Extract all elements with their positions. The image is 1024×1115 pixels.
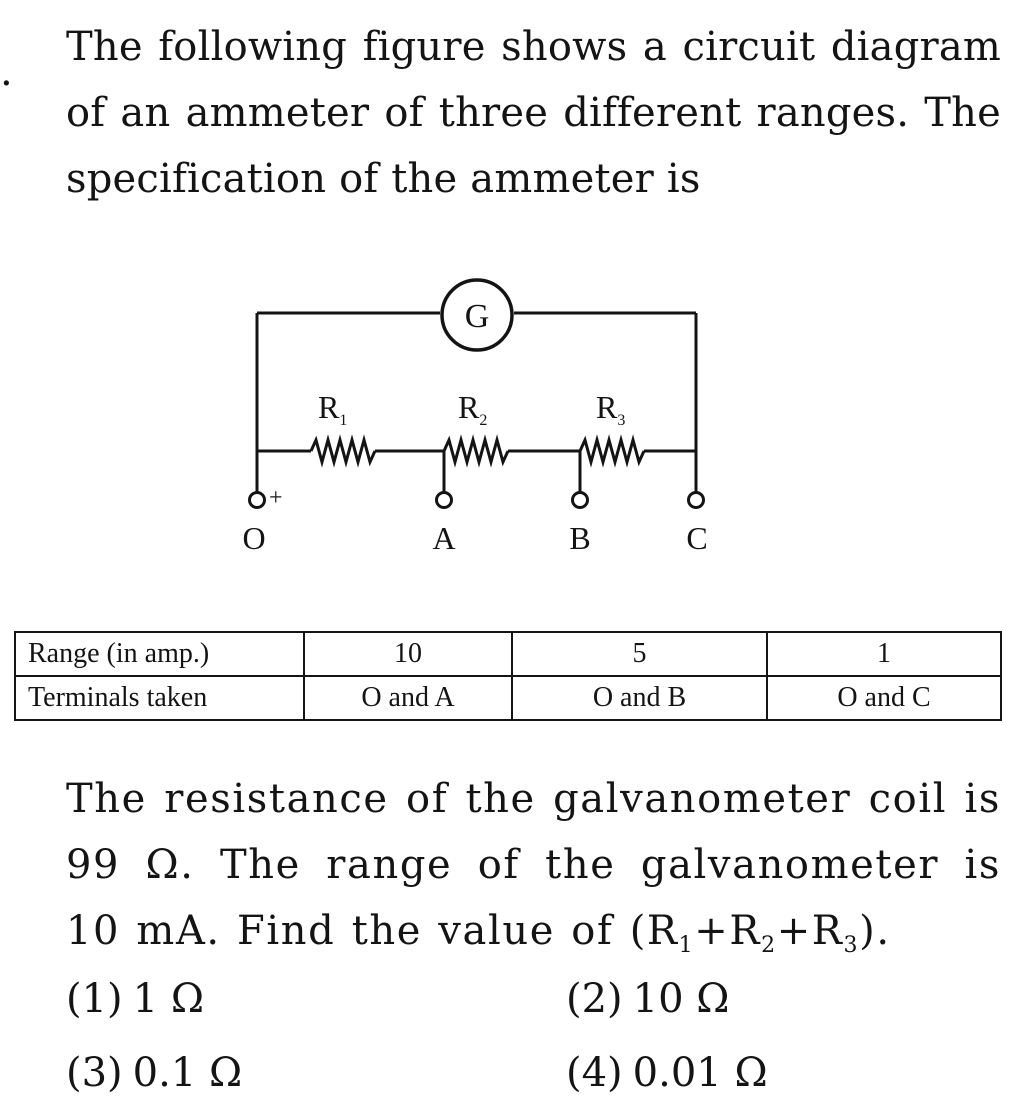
table-cell: 10 xyxy=(303,631,513,677)
option-value: 1 Ω xyxy=(132,976,204,1022)
terminal-o-label: O xyxy=(242,520,265,556)
table-row-label: Range (in amp.) xyxy=(14,631,305,677)
galvanometer-label: G xyxy=(465,298,490,335)
terminal-a-label: A xyxy=(432,520,455,556)
table-cell: O and C xyxy=(766,675,1002,721)
resistor-r2-symbol xyxy=(442,434,510,468)
option-value: 10 Ω xyxy=(632,976,730,1022)
galvanometer-symbol xyxy=(440,278,514,352)
specification-table: Range (in amp.) 10 5 1 Terminals taken O… xyxy=(14,631,1002,721)
resistor-r3-symbol xyxy=(578,434,646,468)
option-value: 0.01 Ω xyxy=(632,1050,768,1096)
option-value: 0.1 Ω xyxy=(132,1050,243,1096)
terminal-c-label: C xyxy=(686,520,707,556)
option-number: (1) xyxy=(66,976,123,1022)
table-row-terminals: Terminals taken O and A O and B O and C xyxy=(14,675,1002,721)
resistor-r1-symbol xyxy=(309,434,377,468)
option-number: (2) xyxy=(566,976,623,1022)
table-row-range: Range (in amp.) 10 5 1 xyxy=(14,631,1002,677)
circuit-diagram: G R1 R2 R3 + O A B C xyxy=(242,278,708,556)
resistor-r1-label: R1 xyxy=(318,389,347,429)
terminal-b-label: B xyxy=(569,520,590,556)
question-bullet: . xyxy=(0,49,13,95)
resistor-r2-label: R2 xyxy=(458,389,487,429)
option-3[interactable]: (3)0.1 Ω xyxy=(66,1051,242,1095)
terminal-c-symbol xyxy=(687,491,705,509)
terminal-b-symbol xyxy=(571,491,589,509)
terminal-o-symbol xyxy=(248,491,266,509)
option-number: (3) xyxy=(66,1050,123,1096)
option-4[interactable]: (4)0.01 Ω xyxy=(566,1051,768,1095)
option-2[interactable]: (2)10 Ω xyxy=(566,977,729,1021)
terminal-a-symbol xyxy=(435,491,453,509)
table-cell: 1 xyxy=(766,631,1002,677)
option-number: (4) xyxy=(566,1050,623,1096)
option-1[interactable]: (1)1 Ω xyxy=(66,977,204,1021)
table-cell: O and A xyxy=(303,675,513,721)
table-cell: O and B xyxy=(511,675,768,721)
question-intro: The following figure shows a circuit dia… xyxy=(66,24,1001,202)
table-cell: 5 xyxy=(511,631,768,677)
resistor-r3-label: R3 xyxy=(596,389,625,429)
question-body: The resistance of the galvanometer coil … xyxy=(66,776,1001,958)
terminal-o-polarity: + xyxy=(269,485,283,511)
table-row-label: Terminals taken xyxy=(14,675,305,721)
